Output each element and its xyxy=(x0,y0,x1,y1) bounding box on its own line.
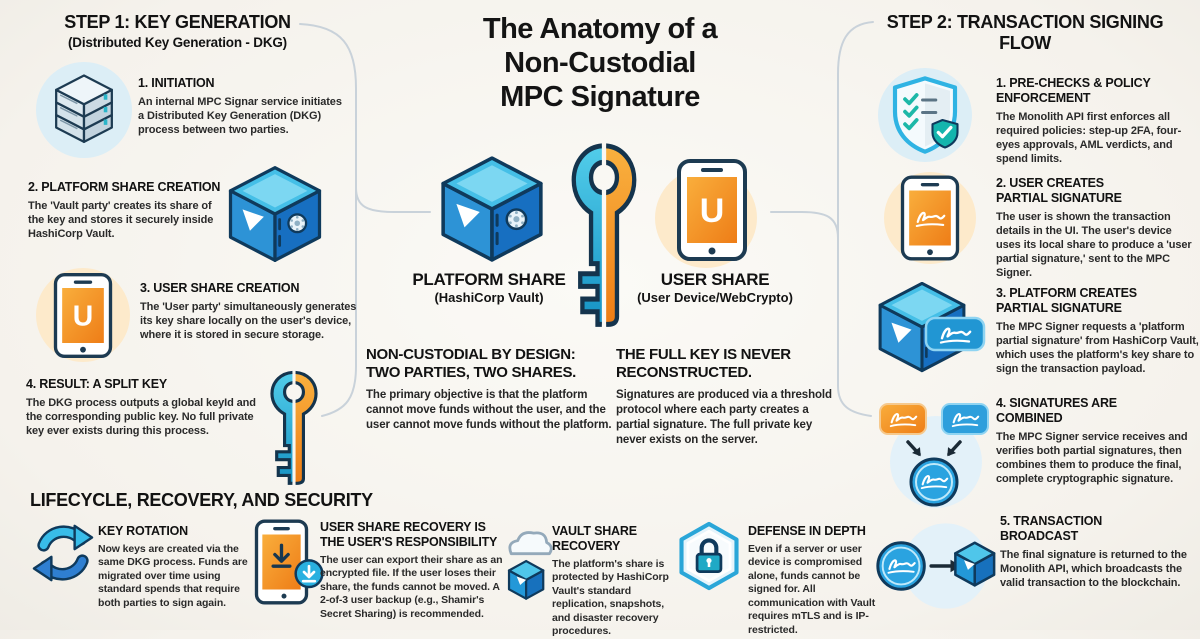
noncustodial-block: NON-CUSTODIAL BY DESIGN: TWO PARTIES, TW… xyxy=(366,346,612,433)
step2-header: STEP 2: TRANSACTION SIGNING FLOW xyxy=(886,12,1164,53)
noncustodial-body: The primary objective is that the platfo… xyxy=(366,389,612,431)
step2-item-5-title: 5. TRANSACTION BROADCAST xyxy=(1000,514,1103,543)
step1-item-1-body: An internal MPC Signar service initiates… xyxy=(138,96,342,137)
platform-share-sublabel: (HashiCorp Vault) xyxy=(434,290,544,305)
platform-vault-cube-icon xyxy=(436,152,548,266)
lifecycle-item-3: VAULT SHARE RECOVERY The platform's shar… xyxy=(552,524,684,639)
split-key-icon-small xyxy=(254,370,334,488)
lifecycle-item-4: DEFENSE IN DEPTH Even if a server or use… xyxy=(748,524,898,637)
step2-item-2-title: 2. USER CREATES PARTIAL SIGNATURE xyxy=(996,176,1122,205)
lifecycle-header: LIFECYCLE, RECOVERY, AND SECURITY xyxy=(30,490,373,510)
page-title: The Anatomy of a Non-Custodial MPC Signa… xyxy=(420,12,780,115)
step2-item-5-body: The final signature is returned to the M… xyxy=(1000,549,1187,590)
step1-item-3-body: The 'User party' simultaneously generate… xyxy=(140,301,357,342)
lifecycle-item-2: USER SHARE RECOVERY IS THE USER'S RESPON… xyxy=(320,520,512,621)
lifecycle-item-2-title: USER SHARE RECOVERY IS THE USER'S RESPON… xyxy=(320,520,498,549)
lifecycle-item-2-body: The user can export their share as an en… xyxy=(320,554,503,620)
page-title-line2: Non-Custodial xyxy=(504,47,696,80)
user-share-sublabel: (User Device/WebCrypto) xyxy=(637,290,793,305)
step2-item-3: 3. PLATFORM CREATES PARTIAL SIGNATURE Th… xyxy=(996,286,1200,376)
signatures-combine-icon xyxy=(879,403,989,508)
step1-item-4-title: 4. RESULT: A SPLIT KEY xyxy=(26,377,167,391)
step1-header: STEP 1: KEY GENERATION (Distributed Key … xyxy=(25,12,330,50)
step2-item-3-body: The MPC Signer requests a 'platform part… xyxy=(996,321,1199,376)
step1-item-4: 4. RESULT: A SPLIT KEY The DKG process o… xyxy=(26,377,264,438)
noncustodial-heading: NON-CUSTODIAL BY DESIGN: TWO PARTIES, TW… xyxy=(366,346,577,381)
platform-share-label: PLATFORM SHARE xyxy=(412,270,566,289)
shield-checklist-icon xyxy=(878,68,972,162)
step2-item-5: 5. TRANSACTION BROADCAST The final signa… xyxy=(1000,514,1198,590)
lifecycle-item-3-title: VAULT SHARE RECOVERY xyxy=(552,524,637,553)
step2-item-3-title: 3. PLATFORM CREATES PARTIAL SIGNATURE xyxy=(996,286,1137,315)
rotation-arrows-icon xyxy=(32,524,94,582)
step1-item-2-body: The 'Vault party' creates its share of t… xyxy=(28,200,214,241)
user-share-label: USER SHARE xyxy=(660,270,770,289)
lifecycle-item-4-body: Even if a server or user device is compr… xyxy=(748,543,876,636)
vault-cube-icon xyxy=(224,162,326,266)
phone-export-icon xyxy=(254,519,324,605)
hexagon-lock-icon xyxy=(679,521,739,591)
step1-item-3: 3. USER SHARE CREATION The 'User party' … xyxy=(140,281,358,342)
fullkey-heading: THE FULL KEY IS NEVER RECONSTRUCTED. xyxy=(616,346,791,381)
page-title-line3: MPC Signature xyxy=(500,81,700,114)
step1-item-1: 1. INITIATION An internal MPC Signar ser… xyxy=(138,76,350,137)
signature-to-blockchain-icon xyxy=(876,523,996,609)
user-phone-icon-small-halo xyxy=(36,268,130,362)
lifecycle-item-3-body: The platform's share is protected by Has… xyxy=(552,558,669,638)
lifecycle-item-1-title: KEY ROTATION xyxy=(98,524,188,538)
step1-item-1-title: 1. INITIATION xyxy=(138,76,215,90)
step2-item-4-title: 4. SIGNATURES ARE COMBINED xyxy=(996,396,1117,425)
step2-item-1: 1. PRE-CHECKS & POLICY ENFORCEMENT The M… xyxy=(996,76,1198,166)
step2-item-4: 4. SIGNATURES ARE COMBINED The MPC Signe… xyxy=(996,396,1196,486)
step2-item-1-title: 1. PRE-CHECKS & POLICY ENFORCEMENT xyxy=(996,76,1151,105)
lifecycle-item-1: KEY ROTATION Now keys are created via th… xyxy=(98,524,256,610)
lifecycle-item-4-title: DEFENSE IN DEPTH xyxy=(748,524,866,538)
lifecycle-item-1-body: Now keys are created via the same DKG pr… xyxy=(98,543,248,609)
step1-heading: STEP 1: KEY GENERATION xyxy=(64,12,291,32)
step1-item-4-body: The DKG process outputs a global keyId a… xyxy=(26,397,256,438)
step2-item-2: 2. USER CREATES PARTIAL SIGNATURE The us… xyxy=(996,176,1198,280)
cloud-cube-icon xyxy=(507,531,553,600)
fullkey-block: THE FULL KEY IS NEVER RECONSTRUCTED. Sig… xyxy=(616,346,838,448)
server-icon xyxy=(36,62,132,158)
vault-signature-icon xyxy=(878,282,986,373)
fullkey-body: Signatures are produced via a threshold … xyxy=(616,389,832,446)
page-title-line1: The Anatomy of a xyxy=(482,13,718,45)
phone-signature-icon xyxy=(884,172,976,264)
step2-item-4-body: The MPC Signer service receives and veri… xyxy=(996,431,1188,486)
step2-item-1-body: The Monolith API first enforces all requ… xyxy=(996,111,1182,166)
user-phone-icon xyxy=(676,158,748,262)
step1-item-3-title: 3. USER SHARE CREATION xyxy=(140,281,300,295)
platform-share-label-group: PLATFORM SHARE (HashiCorp Vault) xyxy=(404,270,574,305)
step1-item-2-title: 2. PLATFORM SHARE CREATION xyxy=(28,180,221,194)
step1-item-2: 2. PLATFORM SHARE CREATION The 'Vault pa… xyxy=(28,180,226,241)
step1-subheading: (Distributed Key Generation - DKG) xyxy=(68,34,287,50)
step2-item-2-body: The user is shown the transaction detail… xyxy=(996,211,1192,280)
user-share-label-group: USER SHARE (User Device/WebCrypto) xyxy=(626,270,804,305)
